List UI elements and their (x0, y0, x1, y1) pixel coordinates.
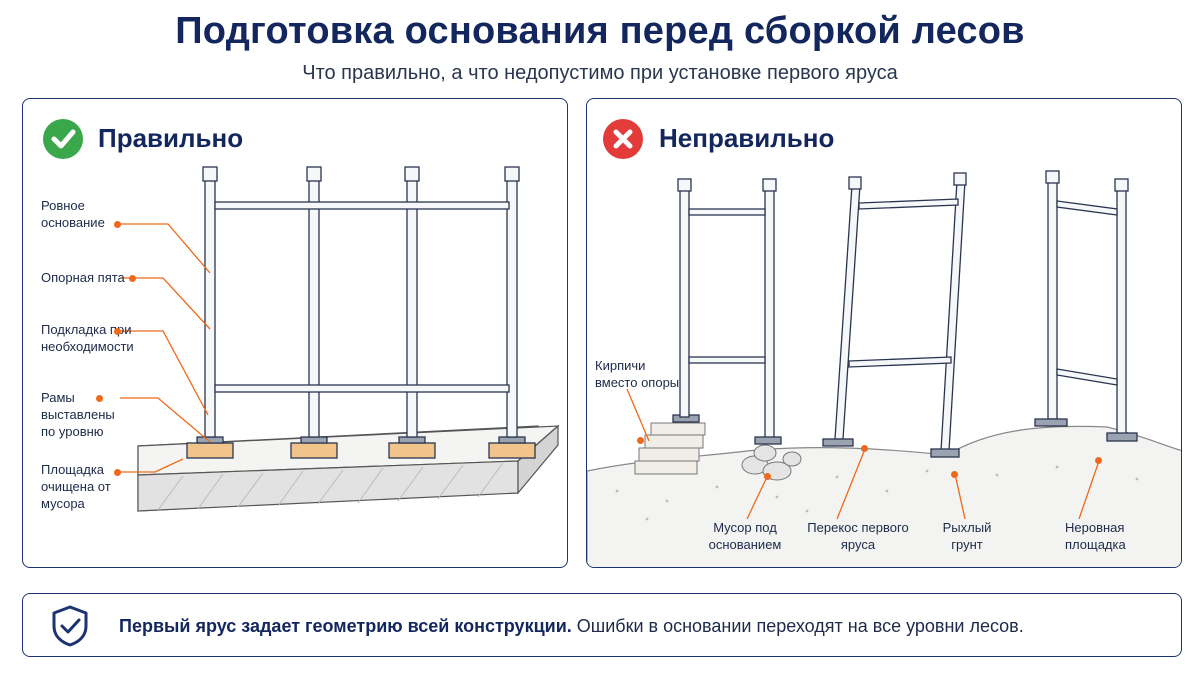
label-frames-leveled: Рамы выставлены по уровню (41, 390, 115, 439)
wrong-illustration (587, 170, 1181, 567)
label-level-base: Ровное основание (41, 198, 105, 230)
label-base-plate: Опорная пята (41, 270, 125, 285)
label-dot (114, 221, 121, 228)
label-dot (114, 469, 121, 476)
label-bricks: Кирпичи вместо опоры (595, 358, 680, 390)
correct-illustration (120, 166, 560, 512)
label-dot (1095, 457, 1102, 464)
shield-check-icon (49, 604, 91, 648)
wrong-panel: Неправильно (586, 98, 1182, 568)
page-subtitle: Что правильно, а что недопустимо при уст… (302, 62, 898, 84)
label-dot (96, 395, 103, 402)
correct-title: Правильно (98, 123, 244, 153)
correct-panel: Правильно (22, 98, 568, 568)
label-dot (637, 437, 644, 444)
label-loose-soil: Рыхлый грунт (942, 520, 992, 552)
label-shim: Подкладка при необходимости (41, 322, 134, 354)
label-dot (951, 471, 958, 478)
label-dot (114, 328, 121, 335)
label-skew: Перекос первого яруса (807, 520, 909, 552)
footer-note: Первый ярус задает геометрию всей констр… (22, 593, 1182, 657)
footer-text: Первый ярус задает геометрию всей констр… (119, 616, 1024, 637)
cross-icon (603, 119, 643, 159)
label-dot (764, 473, 771, 480)
label-dot (861, 445, 868, 452)
label-uneven: Неровная площадка (1065, 520, 1126, 552)
label-dot (129, 275, 136, 282)
check-icon (43, 119, 83, 159)
label-site-cleared: Площадка очищена от мусора (41, 462, 111, 511)
footer-bold-text: Первый ярус задает геометрию всей констр… (119, 616, 572, 636)
footer-rest-text: Ошибки в основании переходят на все уров… (571, 616, 1024, 636)
page-title: Подготовка основания перед сборкой лесов (175, 10, 1025, 52)
wrong-title: Неправильно (659, 123, 835, 153)
label-debris: Мусор под основанием (708, 520, 782, 552)
